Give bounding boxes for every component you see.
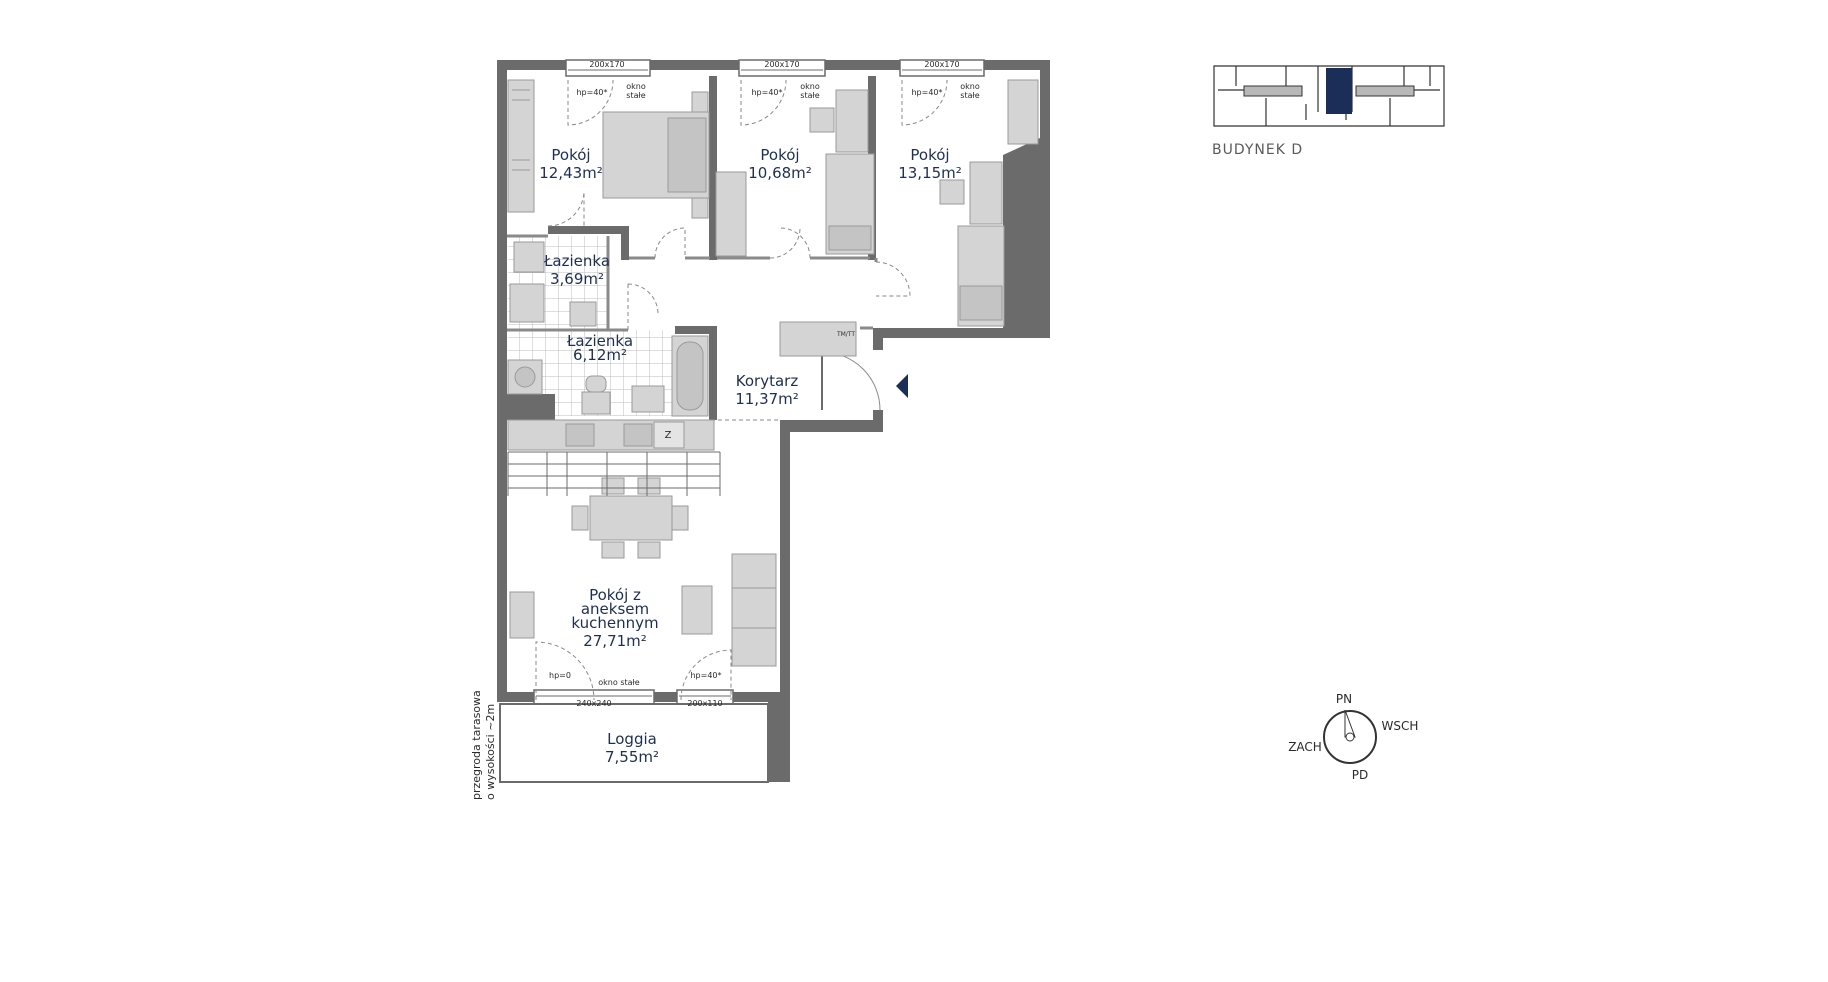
window-3-size: 200x170: [924, 60, 960, 69]
window-1-type-2: stałe: [626, 91, 646, 100]
window-2-type-1: okno: [800, 82, 820, 91]
compass: [1323, 709, 1377, 764]
window-2-size: 200x170: [764, 60, 800, 69]
core-right: [1355, 85, 1415, 97]
room-1-area: 12,43m²: [539, 164, 603, 182]
bathroom-1-name: Łazienka: [543, 252, 611, 270]
loggia-outline: [499, 703, 769, 783]
window-frames: [533, 59, 985, 707]
room-2-name: Pokój: [760, 146, 800, 164]
building-label: BUDYNEK D: [1212, 142, 1304, 158]
living-name-line-1: Pokój z: [589, 586, 641, 604]
entrance-door: [821, 351, 881, 411]
room-3-area: 13,15m²: [898, 164, 962, 182]
living-area: 27,71m²: [583, 632, 647, 650]
bathroom-1-area: 3,69m²: [549, 270, 605, 288]
room-1-name: Pokój: [551, 146, 591, 164]
bathroom-2-area: 6,12m²: [572, 346, 628, 364]
kitchen-island: [507, 451, 721, 496]
compass-north: PN: [1335, 692, 1353, 706]
partitions: [507, 234, 878, 332]
window-2-hp: hp=40*: [751, 88, 783, 97]
corridor-name: Korytarz: [735, 372, 799, 390]
window-1-hp: hp=40*: [576, 88, 608, 97]
window-4-hp: hp=0: [549, 671, 571, 680]
window-1-type-1: okno: [626, 82, 646, 91]
window-3-hp: hp=40*: [911, 88, 943, 97]
room-3-name: Pokój: [910, 146, 950, 164]
window-3-type-2: stałe: [960, 91, 980, 100]
bathroom-2-name: Łazienka: [566, 332, 634, 350]
compass-south: PD: [1351, 768, 1369, 782]
partition-note: przegroda tarasowa o wysokości ~2m: [470, 690, 498, 800]
window-5-hp: hp=40*: [690, 671, 722, 680]
window-4-type: okno stałe: [598, 678, 640, 687]
partition-note-line-2: o wysokości ~2m: [484, 703, 497, 800]
partition-note-line-1: przegroda tarasowa: [470, 690, 483, 800]
living-name-line-2: aneksem: [580, 600, 650, 618]
room-2-area: 10,68m²: [748, 164, 812, 182]
window-3-type-1: okno: [960, 82, 980, 91]
window-5-size: 200x110: [687, 699, 723, 708]
window-glass-lines: [536, 69, 982, 697]
living-name-line-3: kuchennym: [571, 614, 659, 632]
loggia-area: 7,55m²: [604, 748, 660, 766]
loggia-name: Loggia: [607, 730, 657, 748]
meter-label: TM/TT: [836, 331, 856, 338]
compass-west: ZACH: [1288, 740, 1322, 754]
corridor-area: 11,37m²: [735, 390, 799, 408]
core-left: [1243, 85, 1303, 97]
window-2-type-2: stałe: [800, 91, 820, 100]
furniture: [507, 79, 1039, 667]
selected-apartment-marker: [1326, 68, 1352, 114]
compass-east: WSCH: [1381, 719, 1419, 733]
window-1-size: 200x170: [589, 60, 625, 69]
entrance-arrow-icon: [896, 374, 908, 398]
fridge-label: Z: [664, 430, 672, 441]
window-4-size: 240x240: [576, 699, 612, 708]
